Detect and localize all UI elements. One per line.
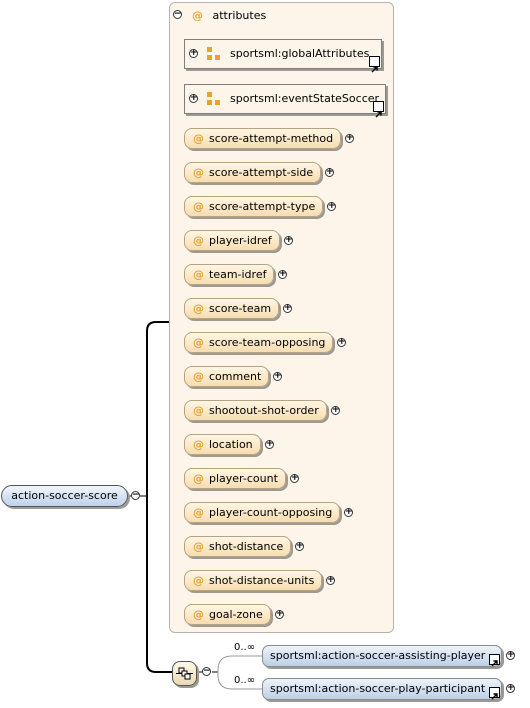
child-element-assisting-player[interactable]: sportsml:action-soccer-assisting-player — [262, 645, 503, 667]
at-icon: @ — [192, 9, 203, 22]
attributes-collapse-button[interactable]: − — [173, 9, 182, 19]
at-icon: @ — [193, 166, 204, 179]
attribute-expand-button[interactable]: + — [327, 201, 336, 211]
root-element-label: action-soccer-score — [11, 489, 118, 502]
at-icon: @ — [193, 234, 204, 247]
attribute-player-count[interactable]: @ player-count — [184, 468, 286, 489]
link-arrow-icon[interactable] — [373, 101, 384, 118]
at-icon: @ — [193, 336, 204, 349]
at-icon: @ — [193, 370, 204, 383]
attribute-label: team-idref — [209, 268, 267, 281]
attributes-header: @ attributes — [192, 9, 266, 23]
link-arrow-icon[interactable] — [369, 56, 380, 73]
sequence-icon — [176, 667, 193, 680]
attribute-expand-button[interactable]: + — [325, 167, 334, 177]
at-icon: @ — [193, 200, 204, 213]
attribute-player-idref[interactable]: @ player-idref — [184, 230, 280, 251]
attribute-shootout-shot-order[interactable]: @ shootout-shot-order — [184, 400, 327, 421]
attribute-location[interactable]: @ location — [184, 434, 261, 455]
group-ref-label: sportsml:eventStateSoccer — [230, 92, 380, 105]
expand-button[interactable]: + — [189, 48, 198, 58]
at-icon: @ — [193, 438, 204, 451]
attribute-label: score-team-opposing — [209, 336, 326, 349]
child-element-play-participant[interactable]: sportsml:action-soccer-play-participant — [262, 678, 503, 700]
attribute-label: score-attempt-side — [209, 166, 314, 179]
at-icon: @ — [193, 472, 204, 485]
child-expand-button[interactable]: + — [506, 650, 515, 660]
attribute-goal-zone[interactable]: @ goal-zone — [184, 604, 271, 625]
expand-button[interactable]: + — [189, 93, 198, 103]
attribute-expand-button[interactable]: + — [345, 133, 354, 143]
attribute-label: location — [209, 438, 253, 451]
attribute-shot-distance-units[interactable]: @ shot-distance-units — [184, 570, 323, 591]
attribute-score-attempt-side[interactable]: @ score-attempt-side — [184, 162, 322, 183]
attribute-expand-button[interactable]: + — [284, 235, 293, 245]
attributes-title: attributes — [212, 9, 267, 22]
attribute-score-team[interactable]: @ score-team — [184, 298, 280, 319]
attribute-label: player-count-opposing — [209, 506, 333, 519]
attribute-player-count-opposing[interactable]: @ player-count-opposing — [184, 502, 341, 523]
attribute-expand-button[interactable]: + — [337, 337, 346, 347]
child-expand-button[interactable]: + — [506, 683, 515, 693]
attribute-expand-button[interactable]: + — [273, 371, 282, 381]
attribute-expand-button[interactable]: + — [344, 507, 353, 517]
attribute-group-icon — [207, 47, 221, 61]
at-icon: @ — [193, 132, 204, 145]
at-icon: @ — [193, 302, 204, 315]
root-element-action-soccer-score[interactable]: action-soccer-score — [1, 485, 128, 507]
attribute-expand-button[interactable]: + — [290, 473, 299, 483]
sequence-collapse-button[interactable]: − — [202, 666, 211, 676]
at-icon: @ — [193, 506, 204, 519]
attribute-label: shot-distance-units — [209, 574, 315, 587]
attribute-score-attempt-method[interactable]: @ score-attempt-method — [184, 128, 342, 149]
attribute-label: comment — [209, 370, 262, 383]
occurrence-label: 0..∞ — [234, 675, 256, 686]
at-icon: @ — [193, 268, 204, 281]
attribute-shot-distance[interactable]: @ shot-distance — [184, 536, 292, 557]
attribute-score-team-opposing[interactable]: @ score-team-opposing — [184, 332, 334, 353]
attribute-label: player-count — [209, 472, 278, 485]
attribute-label: score-team — [209, 302, 272, 315]
group-ref-label: sportsml:globalAttributes — [230, 47, 370, 60]
attribute-expand-button[interactable]: + — [331, 405, 340, 415]
attribute-label: player-idref — [209, 234, 272, 247]
attribute-label: shootout-shot-order — [209, 404, 319, 417]
root-collapse-button[interactable]: − — [131, 490, 140, 500]
attribute-group-global-attributes[interactable]: + sportsml:globalAttributes — [184, 39, 382, 73]
attribute-expand-button[interactable]: + — [283, 303, 292, 313]
at-icon: @ — [193, 540, 204, 553]
attribute-expand-button[interactable]: + — [278, 269, 287, 279]
attribute-team-idref[interactable]: @ team-idref — [184, 264, 275, 285]
attribute-expand-button[interactable]: + — [295, 541, 304, 551]
child-element-label: sportsml:action-soccer-play-participant — [270, 682, 486, 695]
attribute-label: goal-zone — [209, 608, 263, 621]
attribute-group-icon — [207, 92, 221, 106]
at-icon: @ — [193, 404, 204, 417]
at-icon: @ — [193, 608, 204, 621]
attribute-expand-button[interactable]: + — [265, 439, 274, 449]
occurrence-label: 0..∞ — [234, 642, 256, 653]
sequence-compositor[interactable] — [172, 661, 197, 686]
at-icon: @ — [193, 574, 204, 587]
attribute-group-event-state-soccer[interactable]: + sportsml:eventStateSoccer — [184, 84, 386, 118]
attribute-comment[interactable]: @ comment — [184, 366, 270, 387]
child-element-label: sportsml:action-soccer-assisting-player — [270, 649, 486, 662]
link-arrow-icon[interactable] — [489, 654, 501, 667]
attribute-expand-button[interactable]: + — [326, 575, 335, 585]
link-arrow-icon[interactable] — [489, 687, 501, 700]
attribute-score-attempt-type[interactable]: @ score-attempt-type — [184, 196, 324, 217]
attribute-expand-button[interactable]: + — [275, 609, 284, 619]
attribute-label: score-attempt-method — [209, 132, 334, 145]
attribute-label: score-attempt-type — [209, 200, 316, 213]
attribute-label: shot-distance — [209, 540, 284, 553]
